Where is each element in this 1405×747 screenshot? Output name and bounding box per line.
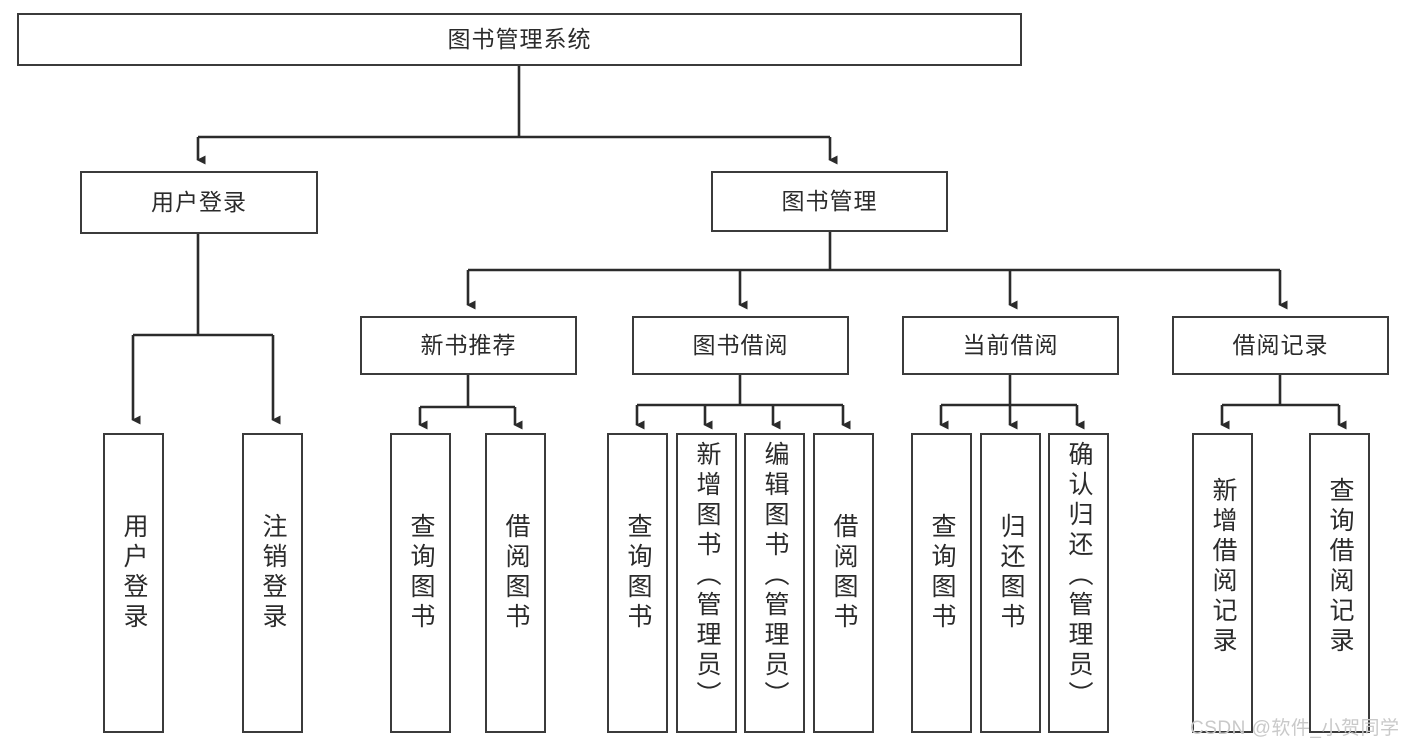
node-label: 图书借阅 — [692, 331, 789, 358]
node-label: 新增图书（管理员） — [693, 441, 721, 711]
node-label: 查询图书 — [928, 513, 956, 633]
node-label: 图书管理系统 — [447, 25, 592, 52]
node-label: 注销登录 — [259, 513, 287, 633]
node-label: 借阅图书 — [502, 513, 530, 633]
leaf-borrow-book-borrow[interactable]: 借阅图书 — [813, 433, 874, 733]
node-label: 图书管理 — [781, 187, 878, 214]
leaf-borrow-book-recommend[interactable]: 借阅图书 — [485, 433, 546, 733]
node-book-borrow[interactable]: 图书借阅 — [632, 316, 849, 375]
node-label: 用户登录 — [120, 513, 148, 633]
node-label: 查询图书 — [624, 513, 652, 633]
leaf-add-borrow-record[interactable]: 新增借阅记录 — [1192, 433, 1253, 733]
leaf-user-login[interactable]: 用户登录 — [103, 433, 164, 733]
leaf-query-book-recommend[interactable]: 查询图书 — [390, 433, 451, 733]
node-label: 查询借阅记录 — [1326, 477, 1354, 657]
leaf-query-borrow-record[interactable]: 查询借阅记录 — [1309, 433, 1370, 733]
watermark-text: CSDN @软件_小贺同学 — [1190, 718, 1400, 739]
node-label: 查询图书 — [407, 513, 435, 633]
leaf-logout-login[interactable]: 注销登录 — [242, 433, 303, 733]
leaf-edit-book-admin[interactable]: 编辑图书（管理员） — [744, 433, 805, 733]
leaf-add-book-admin[interactable]: 新增图书（管理员） — [676, 433, 737, 733]
leaf-confirm-return-admin[interactable]: 确认归还（管理员） — [1048, 433, 1109, 733]
node-label: 新增借阅记录 — [1209, 477, 1237, 657]
node-book-manage[interactable]: 图书管理 — [711, 171, 948, 232]
node-label: 借阅记录 — [1232, 331, 1329, 358]
node-current-borrow[interactable]: 当前借阅 — [902, 316, 1119, 375]
node-label: 编辑图书（管理员） — [761, 441, 789, 711]
node-user-login[interactable]: 用户登录 — [80, 171, 318, 234]
node-root-book-management-system[interactable]: 图书管理系统 — [17, 13, 1022, 66]
node-label: 确认归还（管理员） — [1065, 441, 1093, 711]
node-label: 新书推荐 — [420, 331, 517, 358]
leaf-return-book[interactable]: 归还图书 — [980, 433, 1041, 733]
node-label: 用户登录 — [151, 188, 247, 215]
node-borrow-record[interactable]: 借阅记录 — [1172, 316, 1389, 375]
leaf-query-book-current[interactable]: 查询图书 — [911, 433, 972, 733]
node-label: 借阅图书 — [830, 513, 858, 633]
node-new-book-recommend[interactable]: 新书推荐 — [360, 316, 577, 375]
node-label: 归还图书 — [997, 513, 1025, 633]
node-label: 当前借阅 — [962, 331, 1059, 358]
leaf-query-book-borrow[interactable]: 查询图书 — [607, 433, 668, 733]
